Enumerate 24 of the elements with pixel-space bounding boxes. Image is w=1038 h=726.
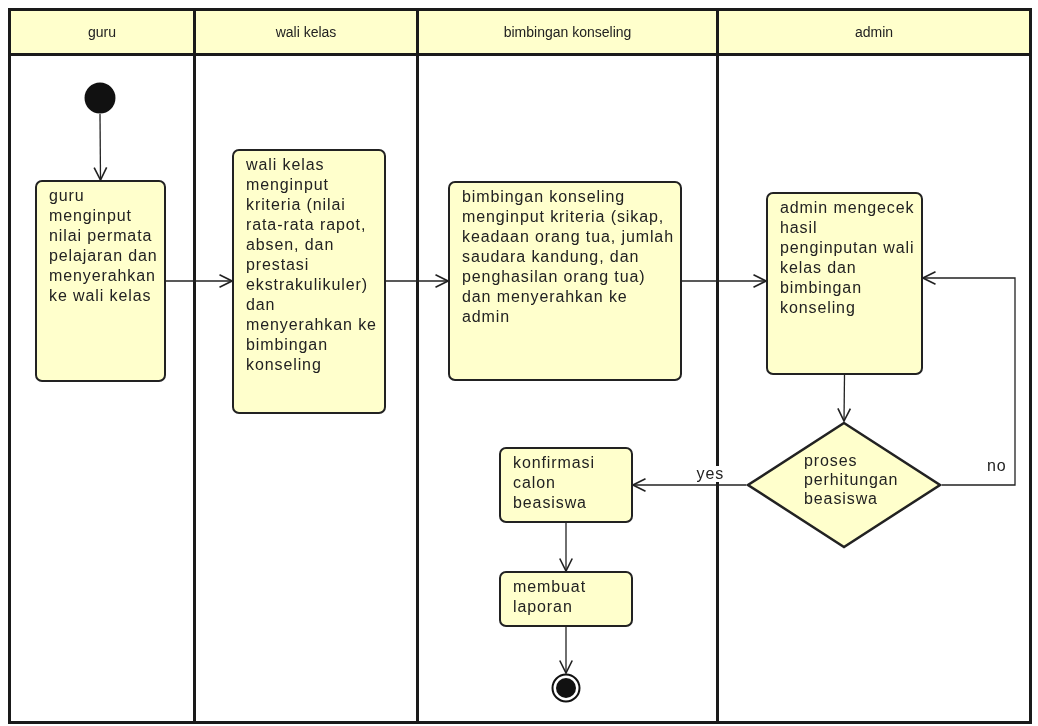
swimlane	[8, 8, 196, 724]
arrow	[385, 273, 449, 289]
arrow	[165, 273, 233, 289]
action-box: bimbingan konseling menginput kriteria (sikap, keadaan orang tua, jumlah saudara kandung, dan penghasilan orang tua) dan menyerahkan ke admin	[448, 181, 682, 381]
action-box: konfirmasi calon beasiswa	[499, 447, 633, 523]
arrow	[922, 270, 1016, 486]
arrow	[93, 113, 108, 181]
end-node	[551, 673, 581, 703]
start-node	[84, 82, 116, 114]
action-box: membuat laporan	[499, 571, 633, 627]
action-box: guru menginput nilai permata pelajaran dan menyerahkan ke wali kelas	[35, 180, 166, 382]
arrow	[558, 626, 574, 674]
action-box: wali kelas menginput kriteria (nilai rata-rata rapot, absen, dan prestasi ekstrakulikuler) dan menyerahkan ke bimbingan konseling	[232, 149, 386, 414]
lane-title: guru	[11, 11, 193, 56]
lane-title: bimbingan konseling	[419, 11, 716, 56]
action-box: admin mengecek hasil penginputan wali kelas dan bimbingan konseling	[766, 192, 923, 375]
arrow	[632, 477, 747, 493]
arrow	[558, 522, 574, 572]
arrow	[681, 273, 767, 289]
lane-title: admin	[719, 11, 1029, 56]
lane-title: wali kelas	[196, 11, 416, 56]
swimlane	[193, 8, 419, 724]
arrow	[837, 374, 852, 422]
decision-label: proses perhitungan beasiswa	[804, 451, 900, 508]
